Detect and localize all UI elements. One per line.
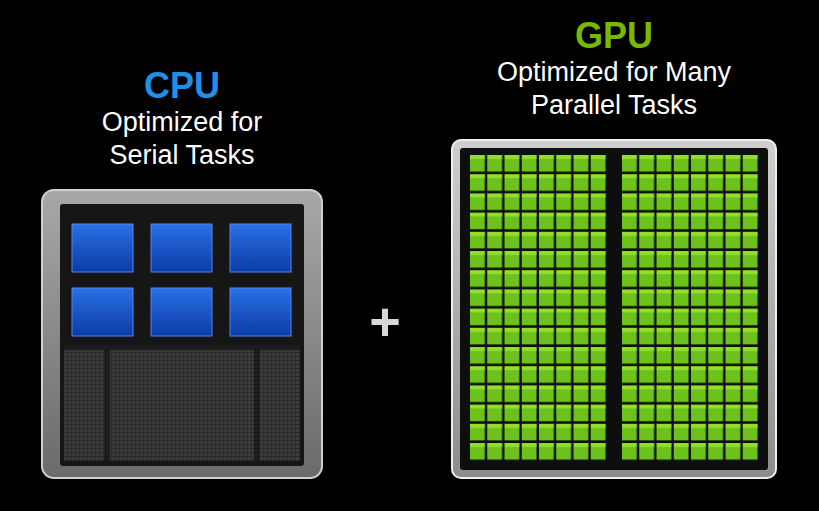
chip-block: CPUOptimized for Serial Tasks [42, 66, 322, 172]
chip-title: GPU [440, 16, 788, 56]
chip-description: Optimized for Many Parallel Tasks [464, 56, 764, 122]
chip-description: Optimized for Serial Tasks [75, 106, 290, 172]
plus-sign: + [355, 294, 415, 348]
chip-block: GPUOptimized for Many Parallel Tasks [440, 16, 788, 122]
chip-title: CPU [42, 66, 322, 106]
